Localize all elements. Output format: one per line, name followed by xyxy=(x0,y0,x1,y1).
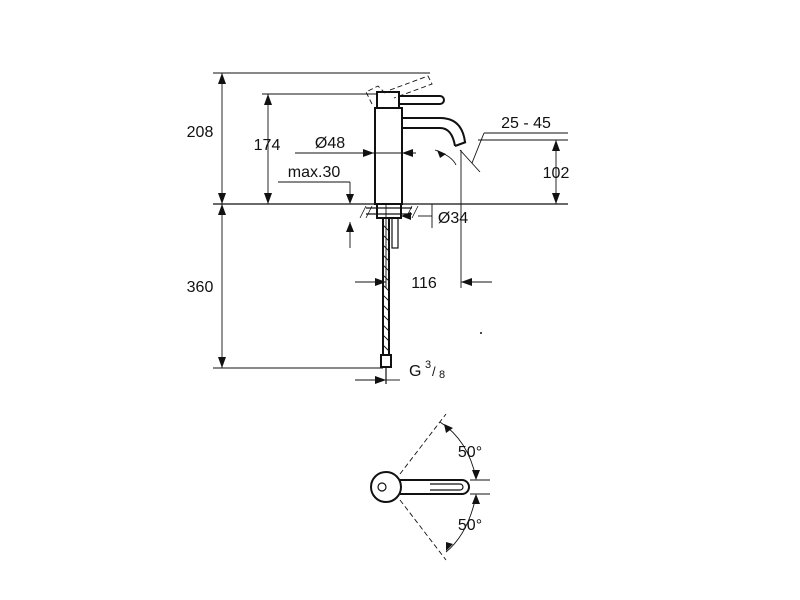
dim-116-label: 116 xyxy=(411,275,437,292)
dim-thread-den: 8 xyxy=(439,369,445,381)
dim-max30-label: max.30 xyxy=(288,164,341,181)
dim-deck-thickness: max.30 xyxy=(278,164,354,248)
dim-thread-slash: / xyxy=(432,364,436,379)
plan-angle-upper: 50° xyxy=(458,444,482,461)
dim-48-label: Ø48 xyxy=(315,135,345,152)
dim-aerator-angle: 25 - 45 xyxy=(434,115,568,173)
dim-connection-thread: G 3 / 8 xyxy=(355,359,445,384)
plan-view: 50° 50° xyxy=(370,413,490,561)
dim-thread-num: 3 xyxy=(425,359,431,371)
stray-mark xyxy=(480,332,482,334)
dim-174-label: 174 xyxy=(254,137,281,154)
dim-total-height: 208 xyxy=(187,72,430,204)
dim-thread-prefix: G xyxy=(409,363,421,380)
dim-102-label: 102 xyxy=(543,165,570,182)
dim-208-label: 208 xyxy=(187,124,214,141)
dim-spout-height: 174 xyxy=(254,93,378,204)
mounting-assembly xyxy=(359,203,419,384)
faucet-body xyxy=(365,75,467,205)
dim-hose-length: 360 xyxy=(187,204,383,369)
dim-outlet-height: 102 xyxy=(478,139,570,204)
plan-angle-lower: 50° xyxy=(458,517,482,534)
dim-angle-label: 25 - 45 xyxy=(501,115,551,132)
dim-body-diameter: Ø48 xyxy=(295,135,416,157)
dim-34-label: Ø34 xyxy=(438,210,468,227)
dim-360-label: 360 xyxy=(187,279,214,296)
dim-spout-reach: 116 xyxy=(355,150,492,292)
